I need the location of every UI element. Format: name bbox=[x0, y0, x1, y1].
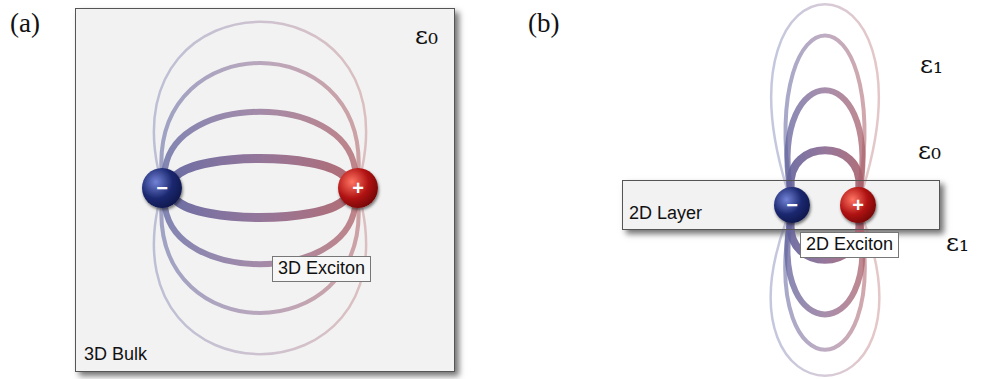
positive-charge: + bbox=[840, 187, 876, 223]
panel-label: (a) bbox=[10, 8, 40, 39]
field-line bbox=[786, 36, 865, 188]
exciton-label: 2D Exciton bbox=[800, 232, 899, 258]
layer-region: 2D Layer − + bbox=[622, 180, 940, 230]
label-text: 3D Exciton bbox=[278, 258, 365, 278]
negative-charge: − bbox=[142, 168, 182, 208]
permittivity-label: ε₁ bbox=[946, 228, 969, 257]
region-label: 3D Bulk bbox=[84, 344, 147, 365]
charge-sign: − bbox=[786, 195, 798, 215]
field-line bbox=[177, 201, 343, 217]
charge-sign: + bbox=[352, 178, 364, 198]
field-line bbox=[177, 158, 343, 174]
bulk-region: ε₀ 3D Bulk − +3D Exciton bbox=[75, 8, 455, 372]
field-line bbox=[791, 150, 860, 187]
charge-sign: − bbox=[156, 178, 168, 198]
negative-charge: − bbox=[774, 187, 810, 223]
permittivity-label: ε₀ bbox=[415, 21, 438, 50]
label-text: 2D Exciton bbox=[806, 234, 893, 254]
field-line bbox=[161, 63, 358, 168]
field-line bbox=[154, 22, 366, 169]
field-line bbox=[165, 112, 355, 168]
exciton-label: 3D Exciton bbox=[272, 256, 371, 282]
positive-charge: + bbox=[338, 168, 378, 208]
charge-sign: + bbox=[852, 195, 864, 215]
panel-label: (b) bbox=[528, 8, 559, 39]
field-line bbox=[771, 4, 878, 188]
field-line bbox=[788, 90, 863, 187]
region-label: 2D Layer bbox=[629, 203, 702, 224]
permittivity-label: ε₁ bbox=[920, 50, 943, 79]
permittivity-label: ε₀ bbox=[918, 136, 941, 165]
